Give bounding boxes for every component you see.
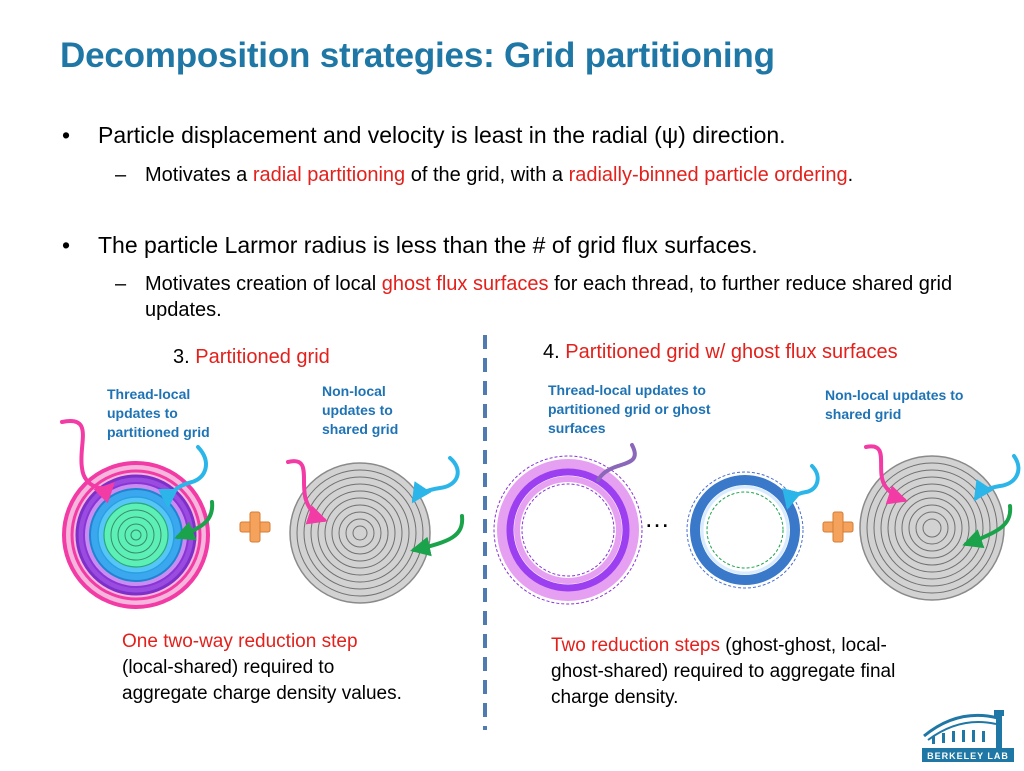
- logo-text: Berkeley Lab: [927, 751, 1009, 761]
- sub-bullet-1-text: Motivates a radial partitioning of the g…: [145, 162, 965, 188]
- left-panel-number: 3.: [173, 346, 190, 368]
- purple-arrow: [596, 443, 637, 482]
- bullet-mark: •: [62, 232, 71, 258]
- sub-1-part-5: .: [847, 164, 854, 186]
- ellipsis-text: …: [644, 503, 670, 533]
- green-arrow-shared-left: [410, 514, 465, 557]
- ghost-flux-surfaces-text: ghost flux surfaces: [381, 273, 549, 295]
- magenta-arrow-left: [60, 418, 115, 504]
- logo-graphic: Berkeley Lab: [922, 710, 1014, 762]
- cyan-arrow-shared-left: [411, 456, 460, 504]
- plus-icon: [239, 511, 271, 543]
- cyan-arrow-left: [158, 445, 208, 509]
- plus-icon: [822, 511, 854, 543]
- right-panel-number: 4.: [543, 341, 560, 363]
- right-caption-emphasis: Two reduction steps: [551, 635, 720, 656]
- cyan-arrow-ghost: [782, 464, 820, 510]
- radially-binned-text: radially-binned particle ordering: [568, 164, 848, 186]
- bullet-2-text: The particle Larmor radius is less than …: [98, 232, 758, 258]
- left-caption-emphasis: One two-way reduction step: [122, 631, 358, 652]
- left-panel-heading: 3. Partitioned grid: [173, 346, 330, 369]
- cyan-arrow-shared-right: [973, 454, 1021, 502]
- sub-1-part-1: Motivates a: [145, 164, 253, 186]
- left-nonlocal-label: Non-local updates to shared grid: [322, 383, 399, 437]
- right-caption: Two reduction steps (ghost-ghost, local-…: [551, 633, 901, 711]
- magenta-arrow-shared-left: [286, 459, 328, 525]
- sub-bullet-2-text: Motivates creation of local ghost flux s…: [145, 271, 965, 323]
- radial-partitioning-text: radial partitioning: [252, 164, 406, 186]
- ghost-ring-purple: [493, 455, 643, 605]
- sub-1-part-3: of the grid, with a: [405, 164, 569, 186]
- berkeley-lab-logo: Berkeley Lab: [918, 700, 1018, 766]
- right-caption-rest: (ghost-ghost, local-ghost-shared) requir…: [551, 635, 896, 708]
- left-caption: One two-way reduction step (local-shared…: [122, 629, 422, 707]
- right-nonlocal-label: Non-local updates to shared grid: [825, 387, 964, 422]
- shared-grid-left: [289, 462, 431, 604]
- right-local-label: Thread-local updates to partitioned grid…: [548, 382, 711, 436]
- dash-mark: –: [115, 164, 127, 186]
- green-arrow-shared-right: [962, 504, 1013, 549]
- dash-mark: –: [115, 273, 127, 295]
- left-local-label: Thread-local updates to partitioned grid: [107, 386, 210, 440]
- left-caption-rest: (local-shared) required to aggregate cha…: [122, 657, 402, 704]
- right-panel-heading-text: Partitioned grid w/ ghost flux surfaces: [565, 341, 898, 363]
- right-panel-heading: 4. Partitioned grid w/ ghost flux surfac…: [543, 341, 898, 364]
- bullet-mark: •: [62, 122, 71, 148]
- magenta-arrow-shared-right: [864, 444, 908, 505]
- left-panel-heading-text: Partitioned grid: [195, 346, 330, 368]
- green-arrow-left: [174, 500, 215, 541]
- sub-2-part-1: Motivates creation of local: [145, 273, 382, 295]
- sub-2-part-3: for each thread, to further reduce share…: [145, 273, 953, 321]
- bullet-1-text: Particle displacement and velocity is le…: [98, 122, 786, 148]
- ghost-ring-blue: [686, 471, 804, 589]
- slide-title: Decomposition strategies: Grid partition…: [60, 36, 775, 75]
